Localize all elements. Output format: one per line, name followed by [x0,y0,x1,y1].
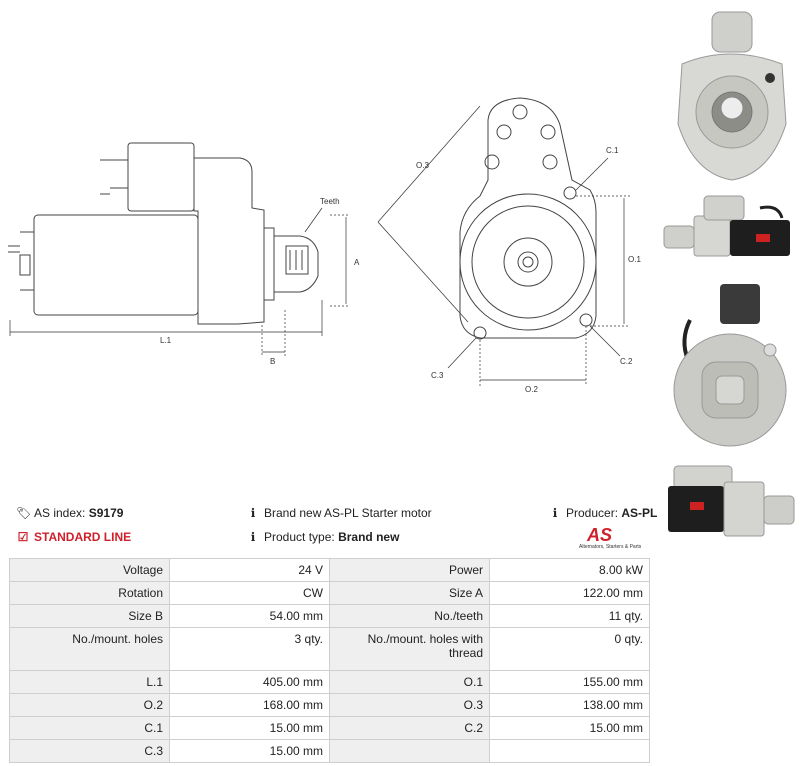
table-row: Voltage 24 V Power 8.00 kW [9,558,650,582]
spec-label: C.1 [9,716,170,740]
label-teeth: Teeth [320,197,340,206]
product-photo-front [677,11,787,181]
info-icon: ℹ [250,506,256,520]
info-icon: ℹ [552,506,558,520]
label-c2: C.2 [620,357,633,366]
info-icon: ℹ [250,530,256,544]
label-a: A [354,258,360,267]
table-row: Rotation CW Size A 122.00 mm [9,581,650,605]
spec-value: 122.00 mm [489,581,650,605]
label-c1: C.1 [606,146,619,155]
spec-label: Power [329,558,490,582]
spec-value: 24 V [169,558,330,582]
as-pl-logo: AS Alternators, Starters & Parts [579,524,655,552]
spec-value: 155.00 mm [489,670,650,694]
product-line: ☑ STANDARD LINE [16,530,132,544]
product-photo-rear [673,284,787,447]
spec-value: 15.00 mm [169,716,330,740]
spec-value: 405.00 mm [169,670,330,694]
table-row: O.2 168.00 mm O.3 138.00 mm [9,693,650,717]
logo-tagline: Alternators, Starters & Parts [579,544,642,550]
spec-label: No./mount. holes with thread [329,627,490,671]
product-photo-side [663,195,790,257]
label-o3: O.3 [416,161,429,170]
spec-label: No./mount. holes [9,627,170,671]
spec-label: C.2 [329,716,490,740]
spec-value: 11 qty. [489,604,650,628]
label-b: B [270,357,275,366]
table-row: No./mount. holes 3 qty. No./mount. holes… [9,627,650,671]
spec-value [489,739,650,763]
table-row: C.3 15.00 mm [9,739,650,763]
svg-text:AS: AS [586,525,612,544]
table-row: L.1 405.00 mm O.1 155.00 mm [9,670,650,694]
product-type: ℹ Product type: Brand new [246,530,400,544]
spec-value: 15.00 mm [489,716,650,740]
product-photo-side-2 [668,465,795,537]
spec-value: 8.00 kW [489,558,650,582]
spec-value: CW [169,581,330,605]
spec-label: Size B [9,604,170,628]
spec-label: Size A [329,581,490,605]
spec-label: O.3 [329,693,490,717]
producer-value: AS-PL [621,506,658,520]
table-row: C.1 15.00 mm C.2 15.00 mm [9,716,650,740]
spec-label: O.1 [329,670,490,694]
product-type-label: Product type: [264,530,335,544]
spec-table: Voltage 24 V Power 8.00 kW Rotation CW S… [9,558,650,763]
producer: ℹ Producer: AS-PL [548,506,658,520]
spec-label: L.1 [9,670,170,694]
as-index-label: AS index: [34,506,86,520]
spec-label [329,739,490,763]
as-index-value: S9179 [88,506,124,520]
label-o1: O.1 [628,255,641,264]
table-row: Size B 54.00 mm No./teeth 11 qty. [9,604,650,628]
spec-label: Voltage [9,558,170,582]
line-label: STANDARD LINE [34,530,132,544]
spec-value: 54.00 mm [169,604,330,628]
spec-value: 3 qty. [169,627,330,671]
description: ℹ Brand new AS-PL Starter motor [246,506,432,520]
label-c3: C.3 [431,371,444,380]
spec-label: Rotation [9,581,170,605]
as-index: 🏷︎AS index: S9179 [16,506,123,520]
producer-label: Producer: [566,506,619,520]
spec-label: No./teeth [329,604,490,628]
spec-value: 15.00 mm [169,739,330,763]
as-pl-logo-mark: AS [586,525,612,545]
spec-value: 0 qty. [489,627,650,671]
label-l1: L.1 [160,336,172,345]
spec-label: C.3 [9,739,170,763]
tag-icon: 🏷︎ [16,506,32,520]
description-text: Brand new AS-PL Starter motor [264,506,432,520]
label-o2: O.2 [525,385,538,394]
checkbox-icon: ☑ [17,530,29,544]
product-type-value: Brand new [338,530,400,544]
spec-value: 168.00 mm [169,693,330,717]
technical-drawing: Teeth A B L.1 O.3 C.1 O.1 C.2 C.3 O.2 [8,97,641,394]
spec-label: O.2 [9,693,170,717]
spec-value: 138.00 mm [489,693,650,717]
